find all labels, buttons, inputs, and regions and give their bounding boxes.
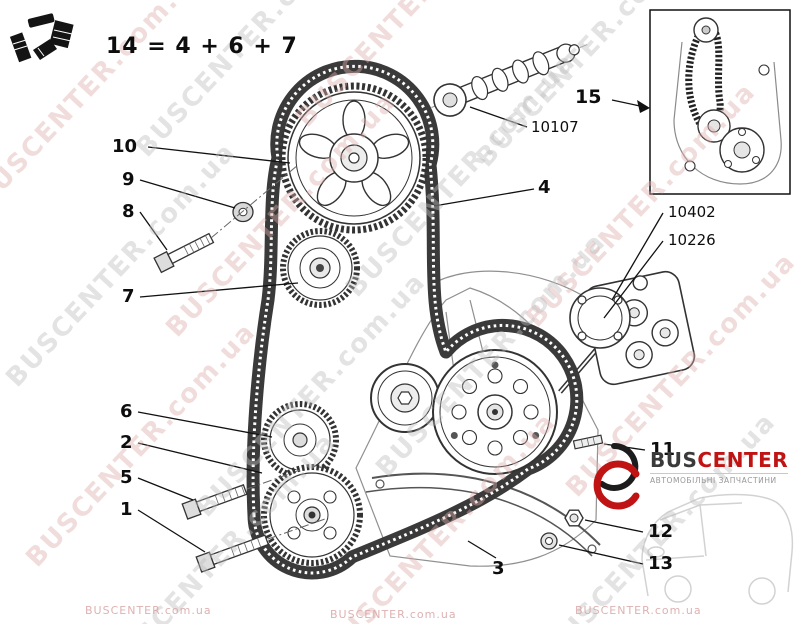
callout-9: 9	[122, 169, 135, 190]
nut-12	[564, 509, 584, 527]
callout-5: 5	[120, 467, 133, 488]
brand-tagline: АВТОМОБІЛЬНІ ЗАПЧАСТИНИ	[650, 473, 789, 485]
callout-15: 15	[575, 86, 602, 108]
camshaft-sprocket	[278, 82, 430, 234]
small-sprocket	[261, 401, 339, 479]
brand-center: CENTER	[697, 448, 789, 472]
timing-belt	[246, 59, 584, 580]
buscenter-logo-text: BUSCENTER АВТОМОБІЛЬНІ ЗАПЧАСТИНИ	[650, 450, 789, 485]
callout-3: 3	[492, 558, 505, 579]
part-number-10226: 10226	[668, 231, 716, 249]
buscenter-logo: BUSCENTER АВТОМОБІЛЬНІ ЗАПЧАСТИНИ	[590, 438, 789, 510]
part-number-10107: 10107	[531, 118, 579, 136]
callout-1: 1	[120, 499, 133, 520]
callout-7: 7	[122, 286, 135, 307]
callout-12: 12	[648, 521, 674, 542]
buscenter-logo-mark	[593, 442, 640, 510]
brand-bus: BUS	[650, 448, 698, 472]
bolt-1	[195, 534, 270, 573]
part-number-10402: 10402	[668, 203, 716, 221]
assembly-axes	[210, 164, 326, 540]
callout-11: 11	[650, 439, 676, 460]
callout-2: 2	[120, 432, 133, 453]
washer-13	[540, 532, 558, 550]
callout-13: 13	[648, 553, 674, 574]
brand-name: BUSCENTER	[650, 450, 788, 470]
van-sketch	[641, 493, 794, 605]
crankshaft-sprocket	[261, 464, 363, 566]
bolt-5	[181, 484, 248, 520]
bolt-8	[153, 232, 215, 274]
callout-10: 10	[112, 136, 138, 157]
kit-formula: 14 = 4 + 6 + 7	[106, 34, 298, 59]
stud-11	[572, 434, 604, 450]
callout-4: 4	[538, 177, 551, 198]
kit-contents-icon	[9, 13, 74, 63]
inset-box	[649, 9, 791, 195]
washer-9	[232, 201, 254, 223]
pump-sprocket	[432, 349, 558, 475]
callout-6: 6	[120, 401, 133, 422]
tensioner-pulley	[370, 363, 440, 433]
camshaft	[431, 43, 590, 117]
leader-lines	[137, 99, 664, 565]
callout-8: 8	[122, 201, 135, 222]
idler-pulley	[280, 228, 360, 308]
